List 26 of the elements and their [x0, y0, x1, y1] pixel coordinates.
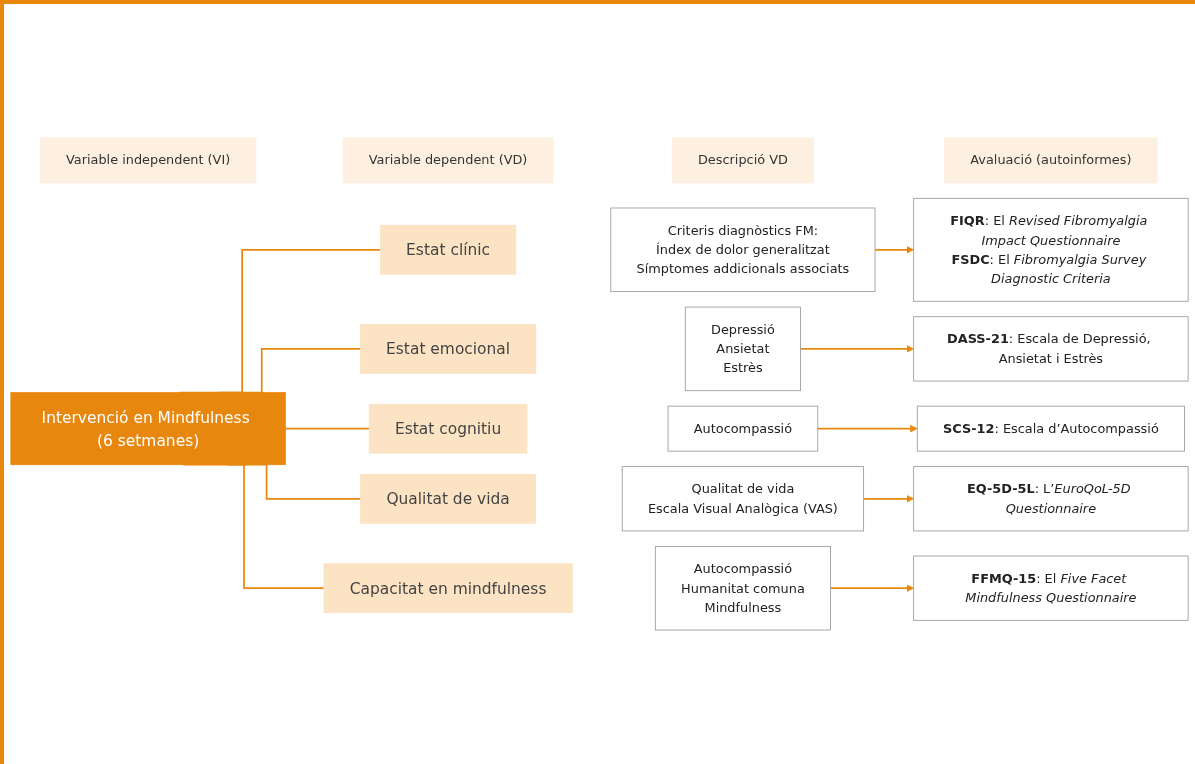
node-box: SCS-12: Escala d’Autocompassió [916, 405, 1185, 452]
node-box: DASS-21: Escala de Depressió, Ansietat i Estrès [913, 316, 1189, 382]
node-box: Estat clínic [379, 225, 517, 275]
node-box: Avaluació (autoinformes) [944, 137, 1158, 184]
node-box: Qualitat de vida Escala Visual Analògica (VAS) [621, 466, 865, 532]
node-box: Capacitat en mindfulness [323, 563, 573, 614]
arrow [874, 246, 914, 254]
node-box: Depressió Ansietat Estrès [684, 306, 801, 392]
connector [284, 427, 371, 430]
node-box: FFMQ-15: El Five Facet Mindfulness Questionnaire [913, 555, 1189, 621]
node-box: Descripció VD [671, 137, 815, 184]
node-box: Autocompassió Humanitat comuna Mindfulness [654, 546, 831, 631]
node-box: Criteris diagnòstics FM: Índex de dolor generalitzat Símptomes addicionals associats [610, 207, 876, 293]
node-box: Estat cognitiu [368, 403, 528, 454]
node-box: Estat emocional [359, 324, 537, 374]
node-box: FIQR: El Revised Fibromyalgia Impact Questionnaire FSDC: El Fibromyalgia Survey Diagnostic Criteria [913, 197, 1189, 302]
node-box: Intervenció en Mindfulness (6 setmanes) [10, 392, 286, 466]
node-box: Autocompassió [667, 405, 819, 452]
node-box: Qualitat de vida [360, 473, 536, 524]
arrow [829, 584, 914, 593]
arrow [862, 495, 914, 503]
arrow [816, 424, 918, 433]
node-box: EQ-5D-5L: L’EuroQoL-5D Questionnaire [913, 466, 1189, 532]
node-box: Variable independent (VI) [39, 137, 257, 184]
arrow [799, 345, 914, 353]
node-box: Variable dependent (VD) [342, 137, 554, 184]
